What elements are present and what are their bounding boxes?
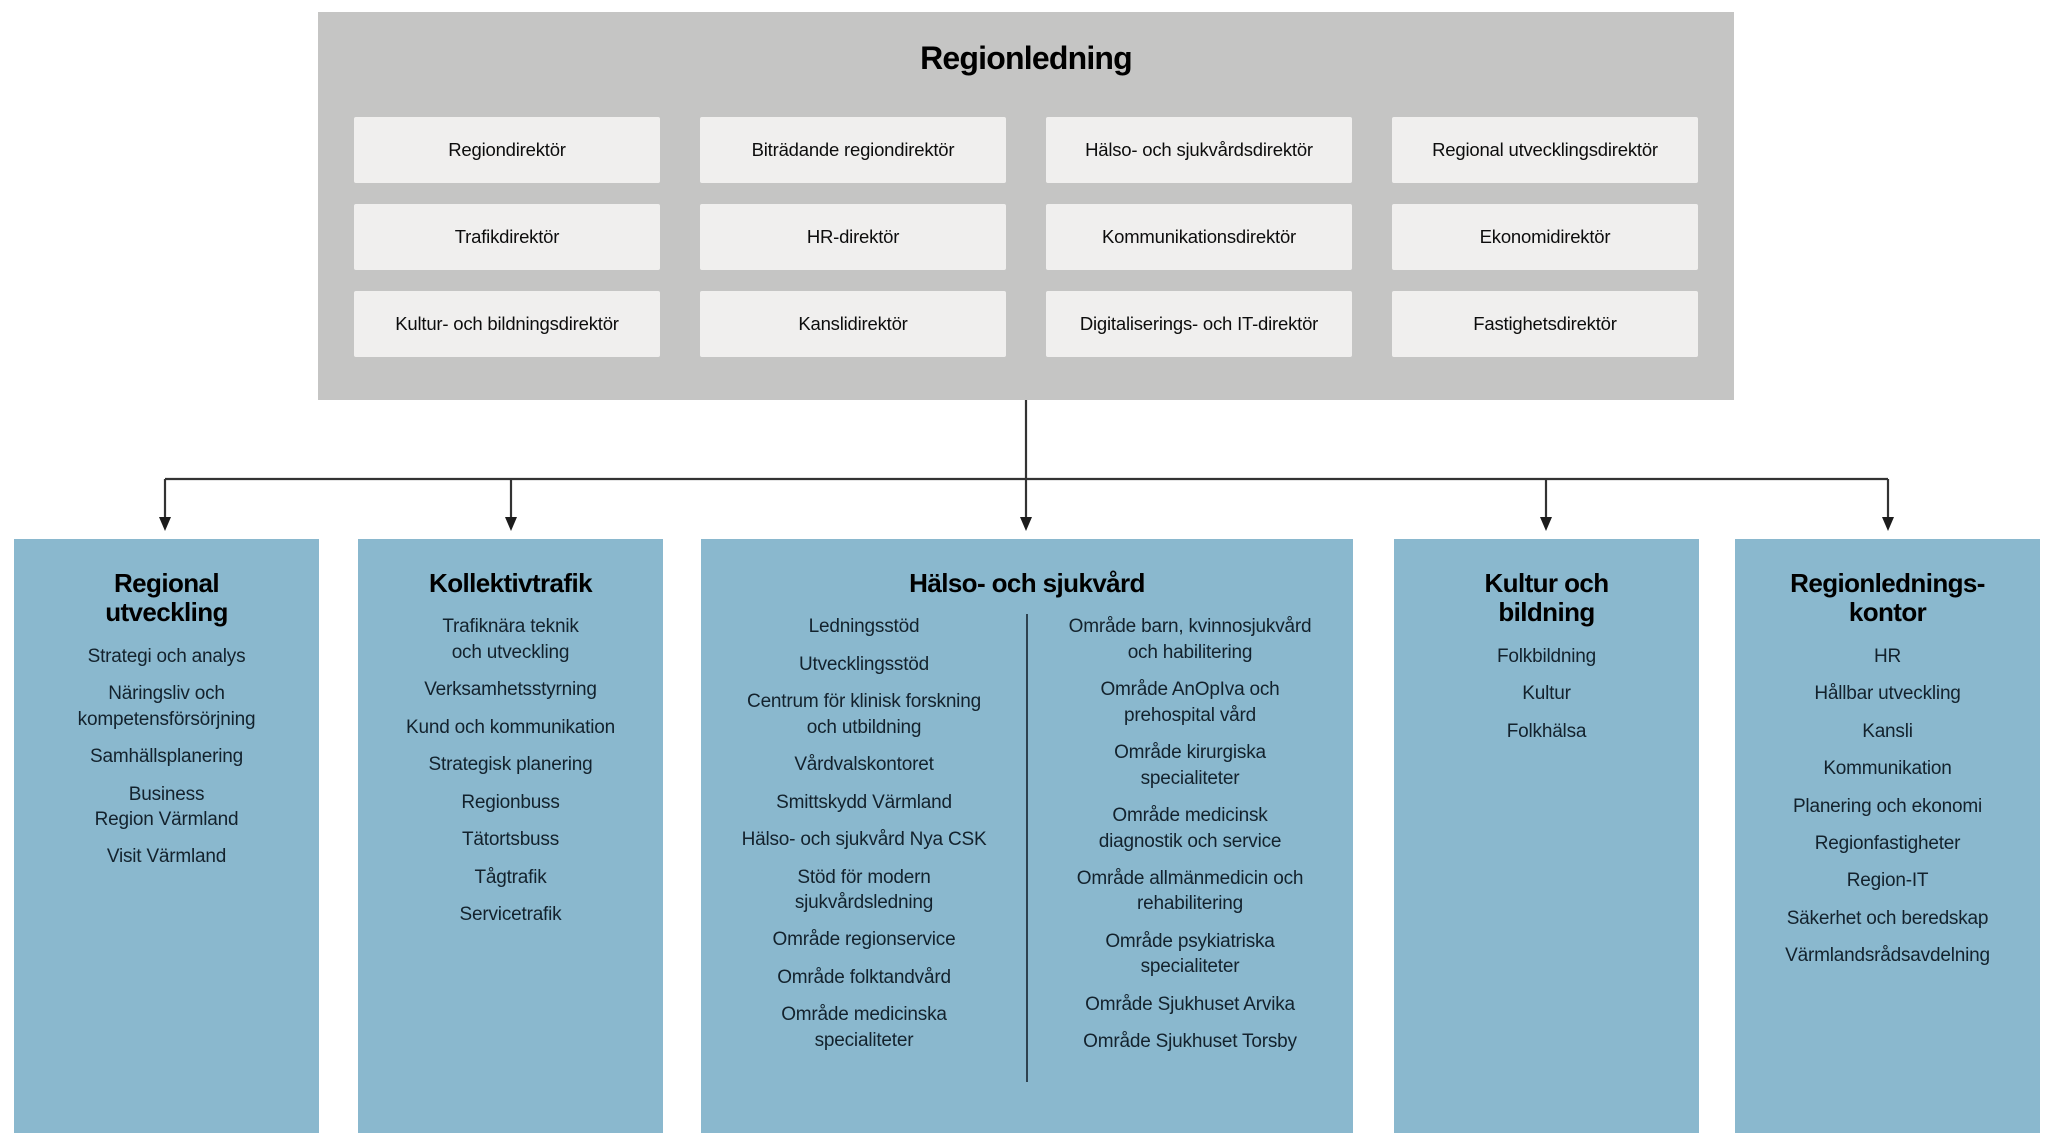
dept-item: Servicetrafik xyxy=(459,904,562,925)
dept-item: Verksamhetsstyrning xyxy=(424,679,597,701)
arrow-down-icon xyxy=(505,517,517,531)
dept-item: Område folktandvård xyxy=(777,966,951,988)
dept-title: Regional utveckling xyxy=(105,568,228,628)
dept-item: Tätortsbuss xyxy=(461,829,560,851)
dept-item: Folkhälsa xyxy=(1506,720,1587,742)
director-card: Kultur- och bildningsdirektör xyxy=(354,291,660,357)
arrow-down-icon xyxy=(1882,517,1894,531)
director-card: Regiondirektör xyxy=(354,117,660,183)
dept-item: Värmlandsrådsavdelning xyxy=(1785,945,1990,967)
dept-item: Stöd för modern sjukvårdsledning xyxy=(794,866,934,913)
dept-item: Regionbuss xyxy=(461,791,560,813)
dept-item: Område barn, kvinnosjukvård och habilite… xyxy=(1068,616,1312,663)
dept-item: Område AnOpIva och prehospital vård xyxy=(1100,679,1280,726)
arrow-down-icon xyxy=(159,517,171,531)
dept-title: Hälso- och sjukvård xyxy=(909,568,1145,598)
director-card: Trafikdirektör xyxy=(354,204,660,270)
director-card: Digitaliserings- och IT-direktör xyxy=(1046,291,1352,357)
dept-item: Strategi och analys xyxy=(87,645,246,667)
dept-title: Kollektivtrafik xyxy=(429,568,593,598)
dept-halso-och-sjukvard: Hälso- och sjukvård Ledningsstöd Utveckl… xyxy=(701,539,1353,1133)
dept-item: Kansli xyxy=(1862,720,1913,742)
director-card: Kommunikationsdirektör xyxy=(1046,204,1352,270)
dept-item: Område medicinska specialiteter xyxy=(781,1004,947,1051)
director-grid: Regiondirektör Biträdande regiondirektör… xyxy=(354,117,1698,357)
dept-item: Säkerhet och beredskap xyxy=(1786,907,1989,929)
dept-kollektivtrafik: Kollektivtrafik Trafiknära teknik och ut… xyxy=(358,539,663,1133)
dept-item: Kommunikation xyxy=(1823,758,1952,780)
dept-column-right: Område barn, kvinnosjukvård och habilite… xyxy=(1027,614,1353,1066)
dept-item: Ledningsstöd xyxy=(808,616,920,638)
dept-item: Strategisk planering xyxy=(428,754,593,776)
dept-item: Område psykiatriska specialiteter xyxy=(1105,930,1275,978)
dept-item: Trafiknära teknik och utveckling xyxy=(442,616,579,663)
dept-item: Område regionservice xyxy=(772,929,956,951)
dept-item: Hälso- och sjukvård Nya CSK xyxy=(741,829,987,851)
dept-title: Kultur och bildning xyxy=(1484,568,1610,628)
leadership-title: Regionledning xyxy=(920,40,1133,76)
dept-item: HR xyxy=(1873,645,1902,667)
dept-item: Område Sjukhuset Torsby xyxy=(1083,1031,1297,1053)
director-card: Biträdande regiondirektör xyxy=(700,117,1006,183)
dept-item: Näringsliv och kompetensförsörjning xyxy=(77,683,256,730)
dept-item: Hållbar utveckling xyxy=(1814,683,1961,705)
dept-item: Tågtrafik xyxy=(474,866,547,888)
dept-item: Folkbildning xyxy=(1497,645,1596,667)
dept-item: Område allmänmedicin och rehabilitering xyxy=(1076,868,1304,915)
dept-item: Område medicinsk diagnostik och service xyxy=(1098,805,1282,852)
arrow-down-icon xyxy=(1020,517,1032,531)
dept-item: Kultur xyxy=(1522,683,1571,705)
column-divider xyxy=(1026,614,1028,1083)
dept-item: Område kirurgiska specialiteter xyxy=(1114,742,1266,789)
dept-item: Business Region Värmland xyxy=(94,783,239,831)
dept-item: Visit Värmland xyxy=(106,846,227,868)
dept-item: Centrum för klinisk forskning och utbild… xyxy=(747,691,981,738)
dept-title: Regionlednings- kontor xyxy=(1790,568,1985,628)
dept-item: Smittskydd Värmland xyxy=(776,791,952,813)
director-card: Regional utvecklingsdirektör xyxy=(1392,117,1698,183)
director-card: HR-direktör xyxy=(700,204,1006,270)
director-card: Kanslidirektör xyxy=(700,291,1006,357)
dept-item: Vårdvalskontoret xyxy=(794,754,934,776)
leadership-box: Regionledning Regiondirektör Biträdande … xyxy=(318,12,1734,400)
dept-regional-utveckling: Regional utveckling Strategi och analys … xyxy=(14,539,319,1133)
dept-item: Område Sjukhuset Arvika xyxy=(1085,993,1295,1015)
dept-item: Region-IT xyxy=(1846,870,1929,892)
director-card: Fastighetsdirektör xyxy=(1392,291,1698,357)
dept-item: Kund och kommunikation xyxy=(406,716,615,738)
dept-regionledningskontor: Regionlednings- kontor HR Hållbar utveck… xyxy=(1735,539,2040,1133)
dept-columns: Ledningsstöd Utvecklingsstöd Centrum för… xyxy=(701,614,1353,1083)
dept-item: Planering och ekonomi xyxy=(1792,795,1983,817)
arrow-down-icon xyxy=(1540,517,1552,531)
director-card: Ekonomidirektör xyxy=(1392,204,1698,270)
dept-item: Regionfastigheter xyxy=(1814,833,1961,855)
director-card: Hälso- och sjukvårdsdirektör xyxy=(1046,117,1352,183)
dept-item: Samhällsplanering xyxy=(90,746,243,768)
dept-kultur-och-bildning: Kultur och bildning Folkbildning Kultur … xyxy=(1394,539,1699,1133)
dept-column-left: Ledningsstöd Utvecklingsstöd Centrum för… xyxy=(701,614,1027,1066)
dept-item: Utvecklingsstöd xyxy=(798,653,930,675)
